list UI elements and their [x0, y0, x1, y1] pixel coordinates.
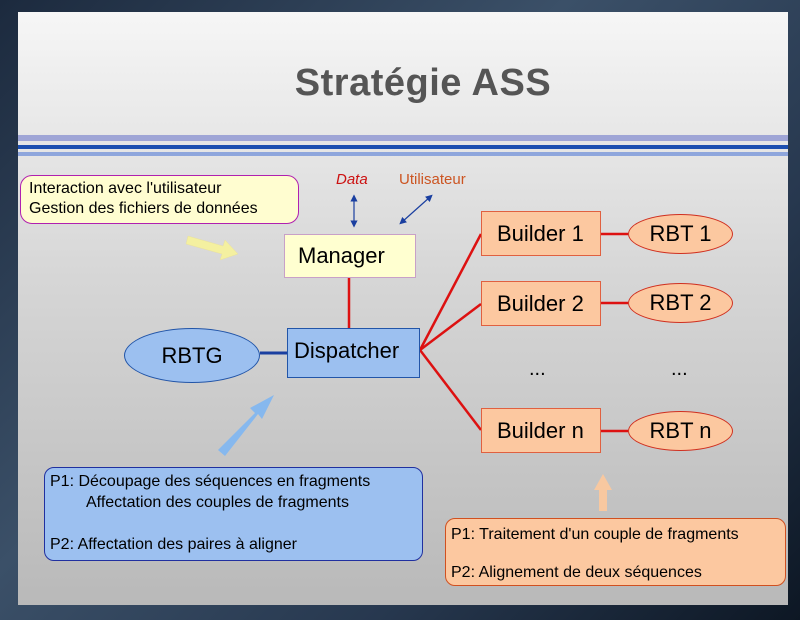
connector-layer: [185, 194, 628, 511]
dispatcher-node: Dispatcher: [287, 328, 420, 378]
interaction-note-line-2: Gestion des fichiers de données: [29, 200, 258, 217]
builder-phases-note: P1: Traitement d'un couple de fragments …: [445, 518, 786, 586]
builder-p2-line: P2: Alignement de deux séquences: [451, 564, 702, 581]
blue-block-arrow: [218, 395, 274, 456]
orange-block-arrow: [594, 474, 612, 511]
rbtg-node: RBTG: [124, 328, 260, 383]
slide: Stratégie ASS Data Utilisateur Interacti…: [18, 12, 788, 605]
dispatcher-p2-line: P2: Affectation des paires à aligner: [50, 536, 297, 553]
builder-1-node: Builder 1: [481, 211, 601, 256]
builders-ellipsis: ...: [529, 358, 546, 380]
dispatcher-phases-note: P1: Découpage des séquences en fragments…: [44, 467, 423, 561]
interaction-note: Interaction avec l'utilisateur Gestion d…: [20, 175, 299, 224]
rbts-ellipsis: ...: [671, 358, 688, 380]
builder-2-node: Builder 2: [481, 281, 601, 326]
manager-node: Manager: [284, 234, 416, 278]
rbt-2-node: RBT 2: [628, 283, 733, 323]
rbt-1-node: RBT 1: [628, 214, 733, 254]
rbt-n-node: RBT n: [628, 411, 733, 451]
title-divider-band: [18, 145, 788, 149]
title-divider-band: [18, 152, 788, 156]
dispatcher-builder-1-connector: [418, 233, 483, 351]
builder-n-node: Builder n: [481, 408, 601, 453]
builder-p1-line: P1: Traitement d'un couple de fragments: [451, 526, 739, 543]
slide-title: Stratégie ASS: [294, 62, 552, 104]
interaction-note-line-1: Interaction avec l'utilisateur: [29, 180, 222, 197]
title-divider-band: [18, 135, 788, 141]
dispatcher-p1-line-1: P1: Découpage des séquences en fragments: [50, 473, 371, 490]
yellow-block-arrow: [185, 235, 239, 261]
dispatcher-builder-2-connector: [419, 303, 482, 351]
utilisateur-double-arrow: [399, 194, 433, 225]
dispatcher-builder-n-connector: [419, 349, 482, 431]
utilisateur-label: Utilisateur: [399, 171, 466, 188]
data-label: Data: [336, 171, 368, 188]
dispatcher-p1-line-2: Affectation des couples de fragments: [86, 494, 349, 511]
